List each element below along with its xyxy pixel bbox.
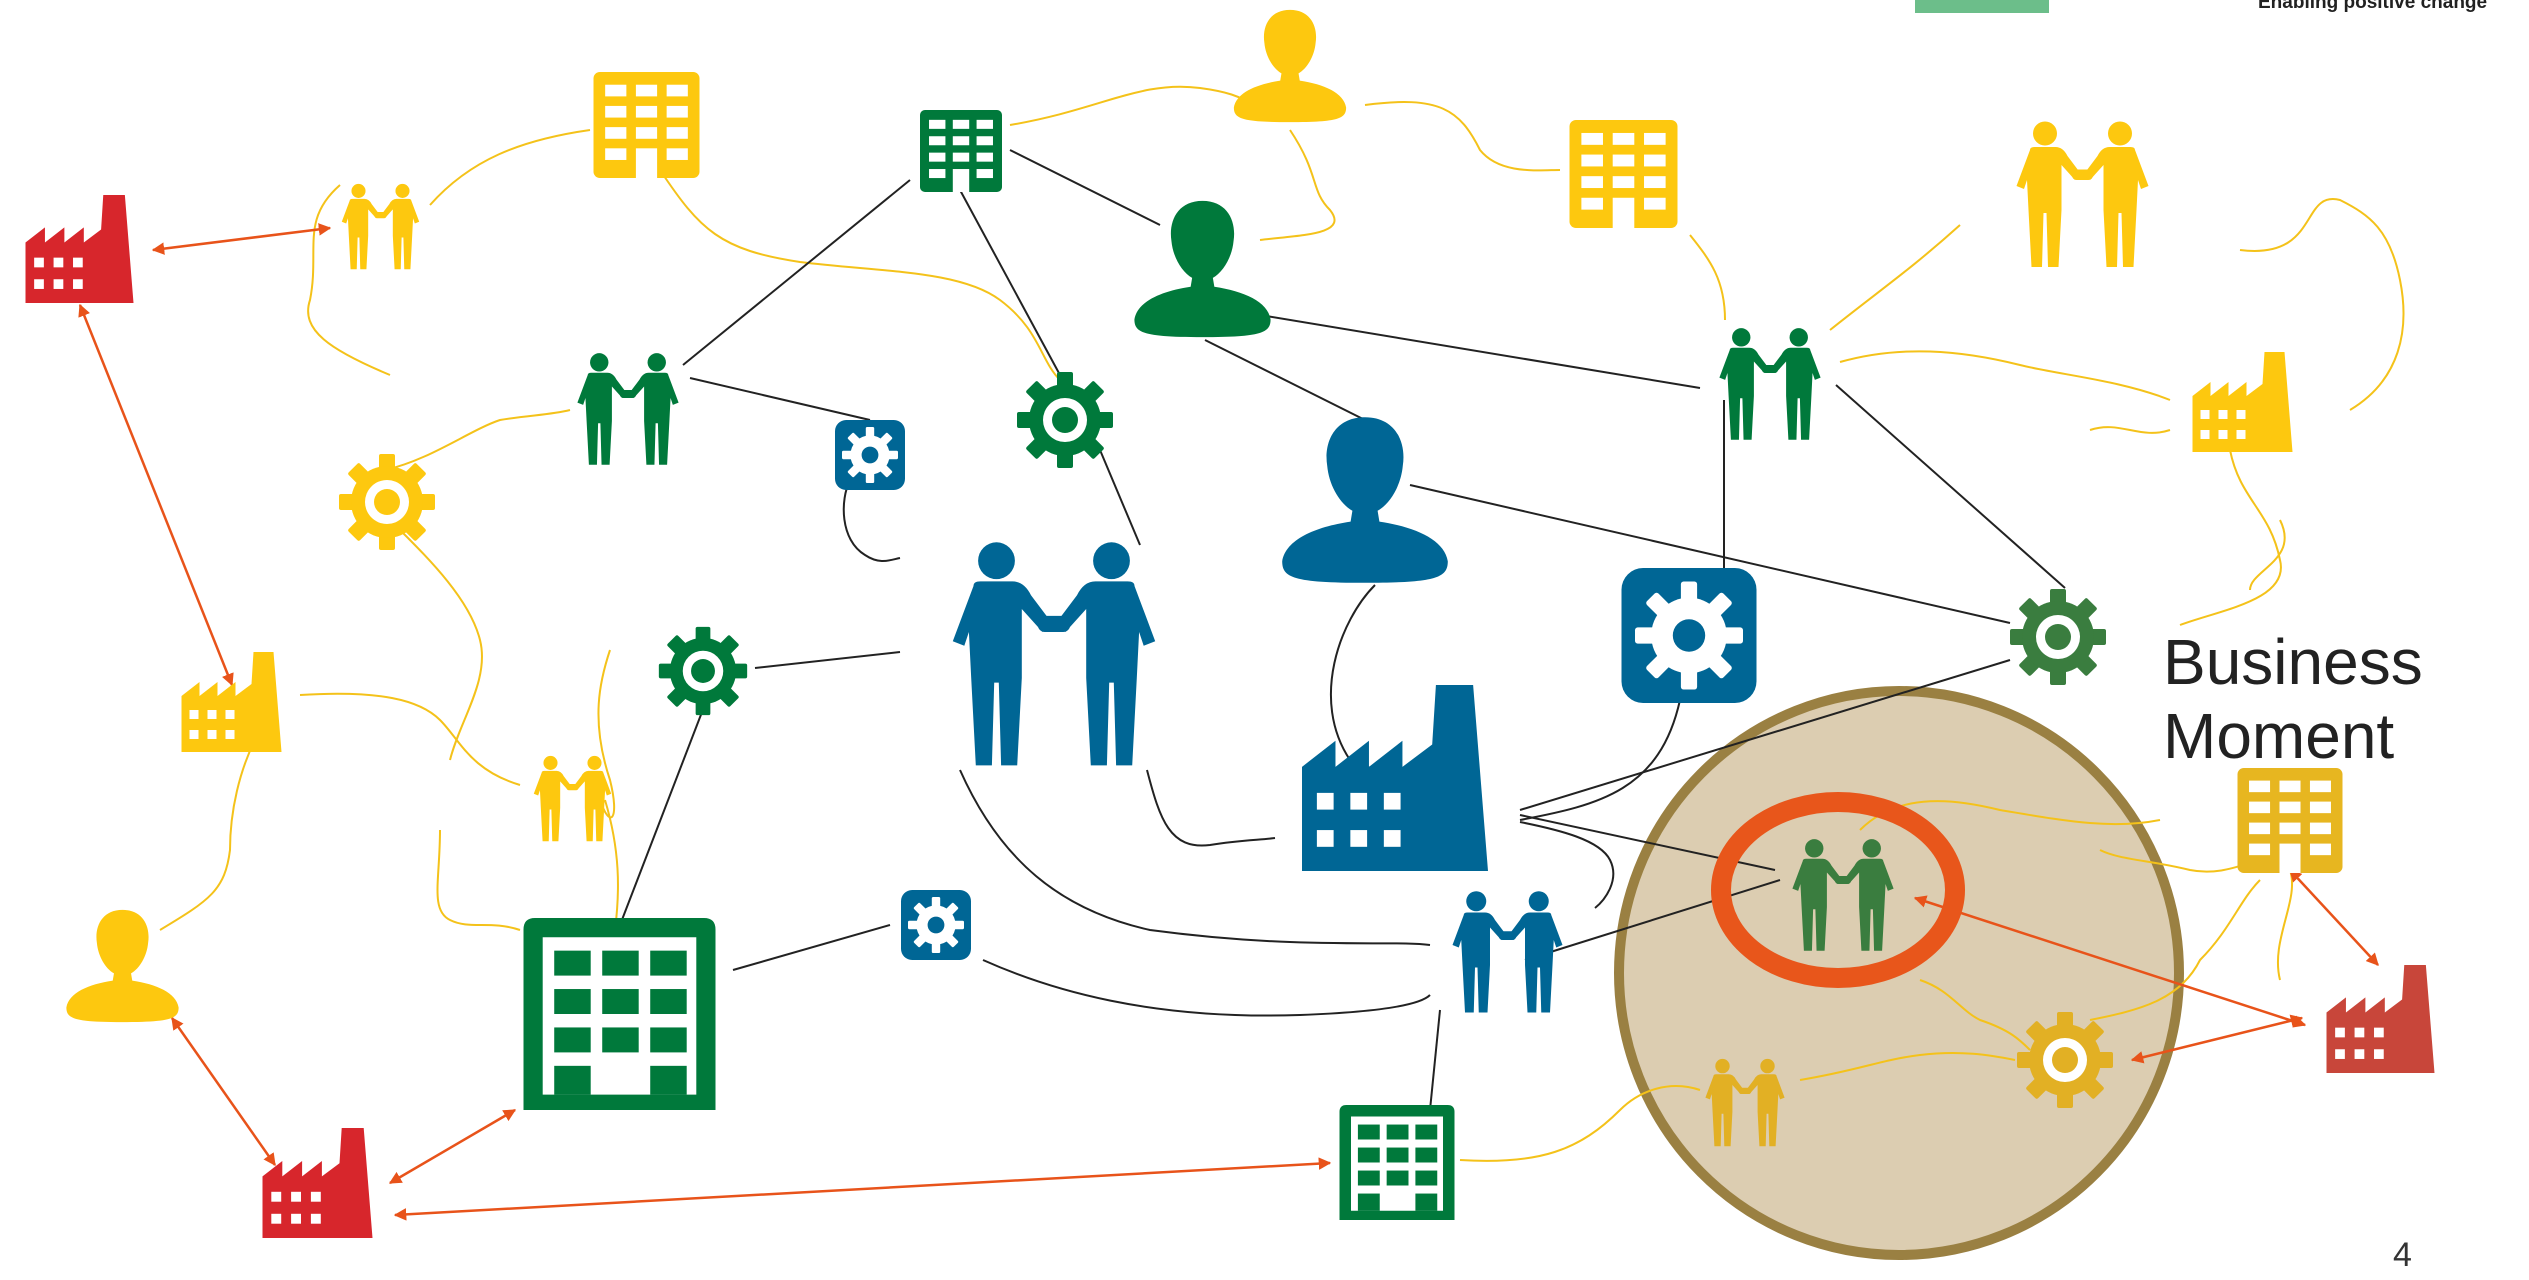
handshake-icon [2016,121,2149,267]
business-moment-label-line1: Business [2163,626,2423,698]
factory-icon [1302,685,1488,871]
handshake-icon [1719,328,1821,440]
person-icon [1282,417,1448,583]
factory-icon [2192,352,2293,452]
partnership-arrows [78,223,2379,1221]
service-gear-icon [835,420,905,490]
factory-icon [2326,965,2435,1073]
building-icon [593,72,700,178]
building-icon [920,110,1002,192]
handshake-icon [577,353,679,465]
highlight-ring [1711,792,1965,988]
factory-icon [262,1128,373,1238]
business-moment-label-line2: Moment [2163,700,2395,772]
gear-icon [1017,372,1113,468]
factory-icon [181,652,282,752]
brand-logo-bar [1915,0,2049,13]
business-moment-label: Business Moment [2163,625,2423,773]
building-icon [2237,768,2343,873]
person-icon [66,909,179,1023]
handshake-icon [952,542,1156,766]
handshake-icon [341,183,420,270]
gear-icon [2010,589,2106,685]
building-icon [523,918,716,1110]
person-icon [1233,9,1347,123]
service-gear-icon [1621,568,1757,703]
formal-links [619,149,2066,1111]
building-icon [1339,1105,1455,1220]
gear-icon [2017,1012,2113,1108]
page-number: 4 [2393,1236,2412,1274]
building-icon [1569,120,1678,228]
gear-icon [339,454,435,550]
service-gear-icon [901,890,971,960]
handshake-icon [533,755,612,842]
gear-icon [658,626,748,716]
handshake-icon [1452,891,1563,1013]
tagline: Enabling positive change [2258,0,2488,13]
factory-icon [25,195,134,303]
